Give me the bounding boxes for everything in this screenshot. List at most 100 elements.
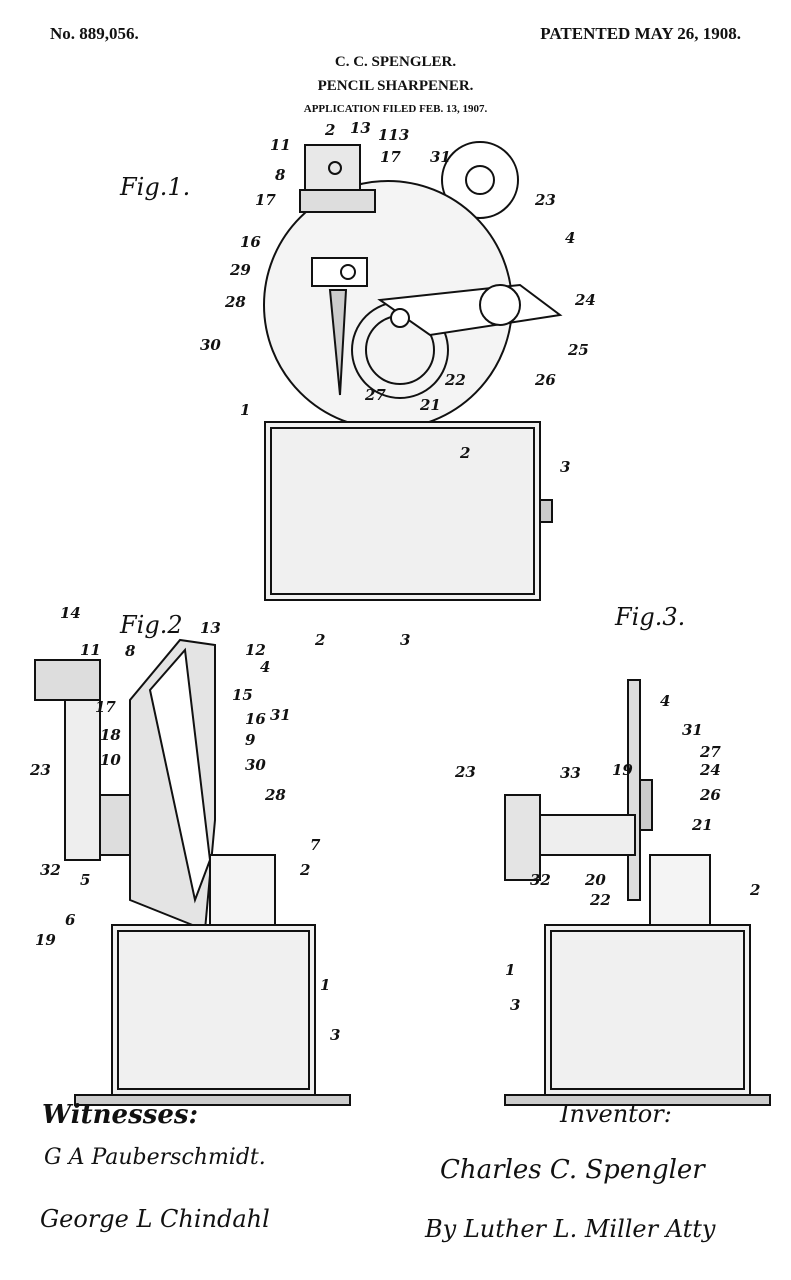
fig1-numeral-3: 3	[560, 458, 570, 476]
fig2-numeral-31: 31	[270, 706, 291, 724]
witness-signature-1: G A Pauberschmidt.	[44, 1145, 266, 1170]
base-plate	[74, 1094, 351, 1106]
arm-screw	[390, 308, 410, 328]
hub	[99, 794, 131, 856]
fig1-numeral-22: 22	[444, 371, 466, 389]
fig3-numeral-26: 26	[699, 786, 721, 804]
receptacle-inner	[270, 427, 535, 595]
fig2-numeral-30: 30	[245, 756, 266, 774]
fig2-numeral-19: 19	[35, 931, 56, 949]
fig2-numeral-7: 7	[310, 836, 321, 854]
fig1-numeral-28: 28	[224, 293, 246, 311]
receptacle-inner	[117, 930, 310, 1090]
crank-handle	[34, 659, 101, 701]
fig1-numeral-13: 13	[350, 119, 371, 137]
fig2-numeral-11: 11	[80, 641, 101, 659]
receptacle-box	[544, 924, 751, 1096]
application-filed: APPLICATION FILED FEB. 13, 1907.	[303, 103, 488, 115]
fig1-numeral-8: 8	[275, 166, 286, 184]
receptacle-box	[111, 924, 316, 1096]
fig1-numeral-113: 113	[378, 126, 409, 144]
fig3-numeral-19: 19	[612, 761, 633, 779]
fig2-numeral-10: 10	[100, 751, 121, 769]
figure-1	[263, 141, 563, 601]
fig3-numeral-3: 3	[510, 996, 520, 1014]
upper-box	[209, 854, 276, 931]
crank-hub	[465, 165, 495, 195]
figure-2-label: Fig.2	[119, 611, 183, 639]
inventor-label: Inventor:	[560, 1100, 672, 1128]
fig1-numeral-26: 26	[534, 371, 556, 389]
pencil-guide	[304, 144, 361, 191]
fig2-numeral-13: 13	[200, 619, 221, 637]
fig3-numeral-1: 1	[505, 961, 515, 979]
screw	[328, 161, 342, 175]
fig3-numeral-33: 33	[560, 764, 581, 782]
crank-wheel-side	[64, 699, 101, 861]
fig1-numeral-30: 30	[200, 336, 221, 354]
fig1-numeral-4: 4	[565, 229, 575, 247]
fig1-numeral-2: 2	[459, 444, 470, 462]
pencil-point	[328, 289, 348, 396]
witnesses-label: Witnesses:	[42, 1100, 199, 1130]
fig2-numeral-17: 17	[95, 698, 116, 716]
drawer-knob	[539, 499, 553, 523]
cutter-block	[311, 257, 368, 287]
fig1-numeral-11: 11	[270, 136, 291, 154]
fig3-numeral-21: 21	[691, 816, 713, 834]
patent-number: No. 889,056.	[50, 24, 139, 43]
fig1-numeral-2: 2	[324, 121, 335, 139]
fig2-numeral-12: 12	[245, 641, 266, 659]
witness-signature-2: George L Chindahl	[40, 1205, 270, 1233]
fig1-numeral-25: 25	[567, 341, 589, 359]
fig3-numeral-20: 20	[584, 871, 606, 889]
guide-collar	[299, 189, 376, 213]
plate	[627, 679, 641, 901]
fig3-numeral-32: 32	[530, 871, 551, 889]
fig1-numeral-1: 1	[240, 401, 250, 419]
fig3-numeral-31: 31	[682, 721, 703, 739]
fig1-numeral-27: 27	[364, 386, 386, 404]
fig1-section-numeral-3: 3	[400, 631, 410, 649]
fig2-numeral-28: 28	[264, 786, 286, 804]
fig2-numeral-16: 16	[245, 710, 266, 728]
fig2-numeral-4: 4	[260, 658, 270, 676]
arm-section	[639, 779, 653, 831]
arm-pivot	[479, 284, 521, 326]
fig2-numeral-14: 14	[60, 604, 81, 622]
base-plate	[504, 1094, 771, 1106]
patent-title: PENCIL SHARPENER.	[317, 78, 474, 94]
receptacle-inner	[550, 930, 745, 1090]
fig2-numeral-6: 6	[65, 911, 76, 929]
fig1-numeral-24: 24	[574, 291, 596, 309]
attorney-signature: By Luther L. Miller Atty	[425, 1215, 716, 1243]
fig2-numeral-3: 3	[330, 1026, 340, 1044]
fig1-numeral-16: 16	[240, 233, 261, 251]
figure-3-label: Fig.3.	[614, 603, 685, 631]
patent-date: PATENTED MAY 26, 1908.	[540, 24, 741, 43]
fig2-numeral-15: 15	[232, 686, 253, 704]
fig1-numeral-17: 17	[255, 191, 276, 209]
crank-wheel	[441, 141, 519, 219]
fig2-numeral-1: 1	[320, 976, 330, 994]
wheel-section	[504, 794, 541, 881]
inventor-name: C. C. SPENGLER.	[334, 54, 457, 70]
fig2-numeral-2: 2	[299, 861, 310, 879]
fig3-numeral-27: 27	[699, 743, 721, 761]
fig3-numeral-22: 22	[589, 891, 611, 909]
fig2-numeral-5: 5	[80, 871, 90, 889]
fig2-numeral-32: 32	[40, 861, 61, 879]
fig3-numeral-23: 23	[454, 763, 476, 781]
fig1-numeral-23: 23	[534, 191, 556, 209]
fig2-numeral-9: 9	[245, 731, 256, 749]
fig1-numeral-21: 21	[419, 396, 441, 414]
fig2-numeral-8: 8	[125, 642, 136, 660]
inventor-signature: Charles C. Spengler	[440, 1155, 705, 1185]
fig2-numeral-23: 23	[29, 761, 51, 779]
fig3-numeral-2: 2	[749, 881, 760, 899]
figure-1-label: Fig.1.	[119, 173, 190, 201]
upper-box	[649, 854, 711, 931]
fig1-numeral-29: 29	[229, 261, 251, 279]
